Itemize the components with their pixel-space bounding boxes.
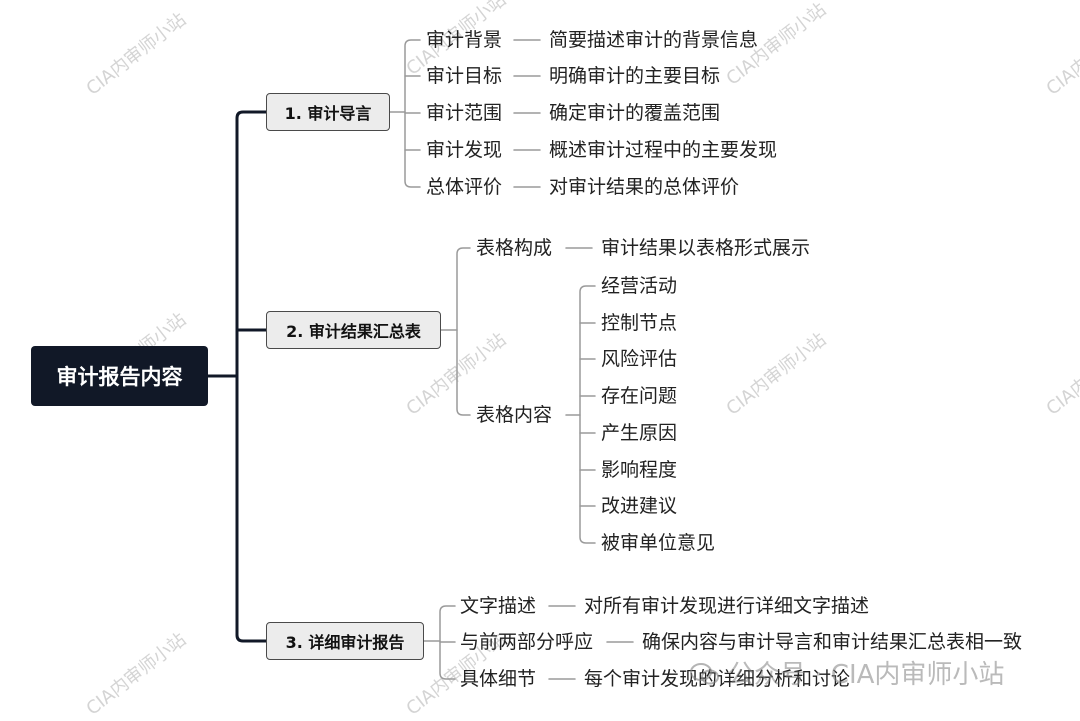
leaf-name[interactable]: 具体细节 [460, 668, 537, 690]
footer-prefix: 公众号 · [728, 660, 831, 690]
sub-leaf[interactable]: 控制节点 [601, 312, 678, 334]
leaf-name[interactable]: 表格构成 [476, 237, 553, 259]
leaf-desc: 概述审计过程中的主要发现 [549, 139, 778, 161]
leaf-name[interactable]: 审计目标 [426, 65, 503, 87]
sub-leaf[interactable]: 存在问题 [601, 385, 678, 407]
leaf-name[interactable]: 审计发现 [426, 139, 503, 161]
sub-leaf[interactable]: 产生原因 [601, 422, 678, 444]
leaf-desc: 对所有审计发现进行详细文字描述 [584, 595, 870, 617]
leaf-desc: 确保内容与审计导言和审计结果汇总表相一致 [642, 631, 1023, 653]
leaf-desc: 明确审计的主要目标 [549, 65, 721, 87]
sub-leaf[interactable]: 被审单位意见 [601, 532, 716, 554]
sub-leaf[interactable]: 经营活动 [601, 275, 678, 297]
leaf-name[interactable]: 表格内容 [476, 404, 553, 426]
branch-node-summary-table[interactable]: 2. 审计结果汇总表 [266, 311, 441, 349]
footer-watermark: 公众号 · CIA内审师小站 [690, 654, 1004, 691]
leaf-desc: 审计结果以表格形式展示 [601, 237, 811, 259]
table-content-connector [579, 285, 596, 544]
leaf-name[interactable]: 文字描述 [460, 595, 537, 617]
branch-node-intro[interactable]: 1. 审计导言 [266, 93, 390, 131]
leaf-name[interactable]: 审计范围 [426, 102, 503, 124]
root-node[interactable]: 审计报告内容 [31, 346, 208, 406]
sub-leaf[interactable]: 风险评估 [601, 348, 678, 370]
leaf-desc: 简要描述审计的背景信息 [549, 29, 759, 51]
wechat-icon [690, 663, 719, 685]
sub-leaf[interactable]: 改进建议 [601, 495, 678, 517]
leaf-name[interactable]: 总体评价 [426, 176, 503, 198]
branch-node-detailed-report[interactable]: 3. 详细审计报告 [266, 622, 424, 660]
root-connector [235, 110, 268, 643]
sub-leaf[interactable]: 影响程度 [601, 459, 678, 481]
footer-name: CIA内审师小站 [830, 660, 1005, 690]
leaf-name[interactable]: 审计背景 [426, 29, 503, 51]
leaf-desc: 对审计结果的总体评价 [549, 176, 740, 198]
leaf-name[interactable]: 与前两部分呼应 [460, 631, 594, 653]
leaf-desc: 确定审计的覆盖范围 [549, 102, 721, 124]
branch2-connector [456, 247, 471, 416]
